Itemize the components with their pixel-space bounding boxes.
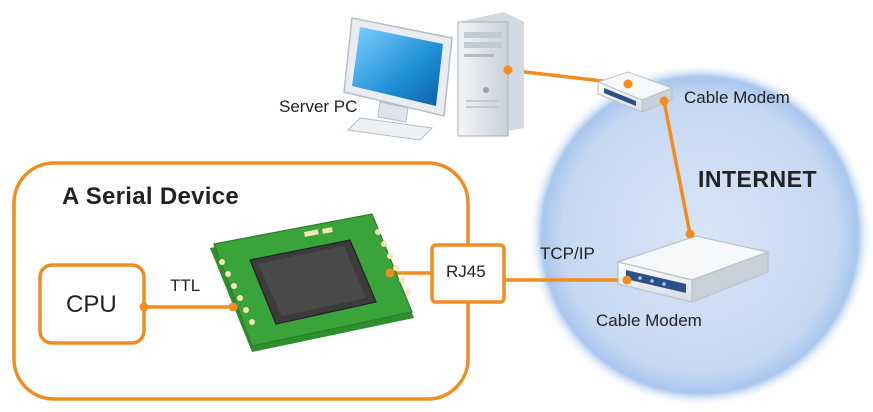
tcp-ip-label: TCP/IP <box>540 244 595 263</box>
cpu-label: CPU <box>66 291 117 318</box>
rj45-label: RJ45 <box>446 262 486 281</box>
internet-cloud <box>528 63 872 407</box>
cable-modem-icon <box>615 235 771 303</box>
connection-dots <box>139 65 695 312</box>
serial-device-title: A Serial Device <box>62 183 240 210</box>
internet-label: INTERNET <box>698 166 817 192</box>
server-pc-label: Server PC <box>279 97 358 116</box>
chip-module-icon <box>210 213 414 352</box>
cable-modem-icon <box>596 71 674 113</box>
cable-modem-top-label: Cable Modem <box>684 88 790 107</box>
cable-modem-bottom-label: Cable Modem <box>596 311 702 330</box>
modem-modem-line <box>662 99 692 236</box>
pc-tower-icon <box>457 12 524 137</box>
monitor-icon <box>343 17 453 141</box>
ttl-label: TTL <box>170 276 201 295</box>
